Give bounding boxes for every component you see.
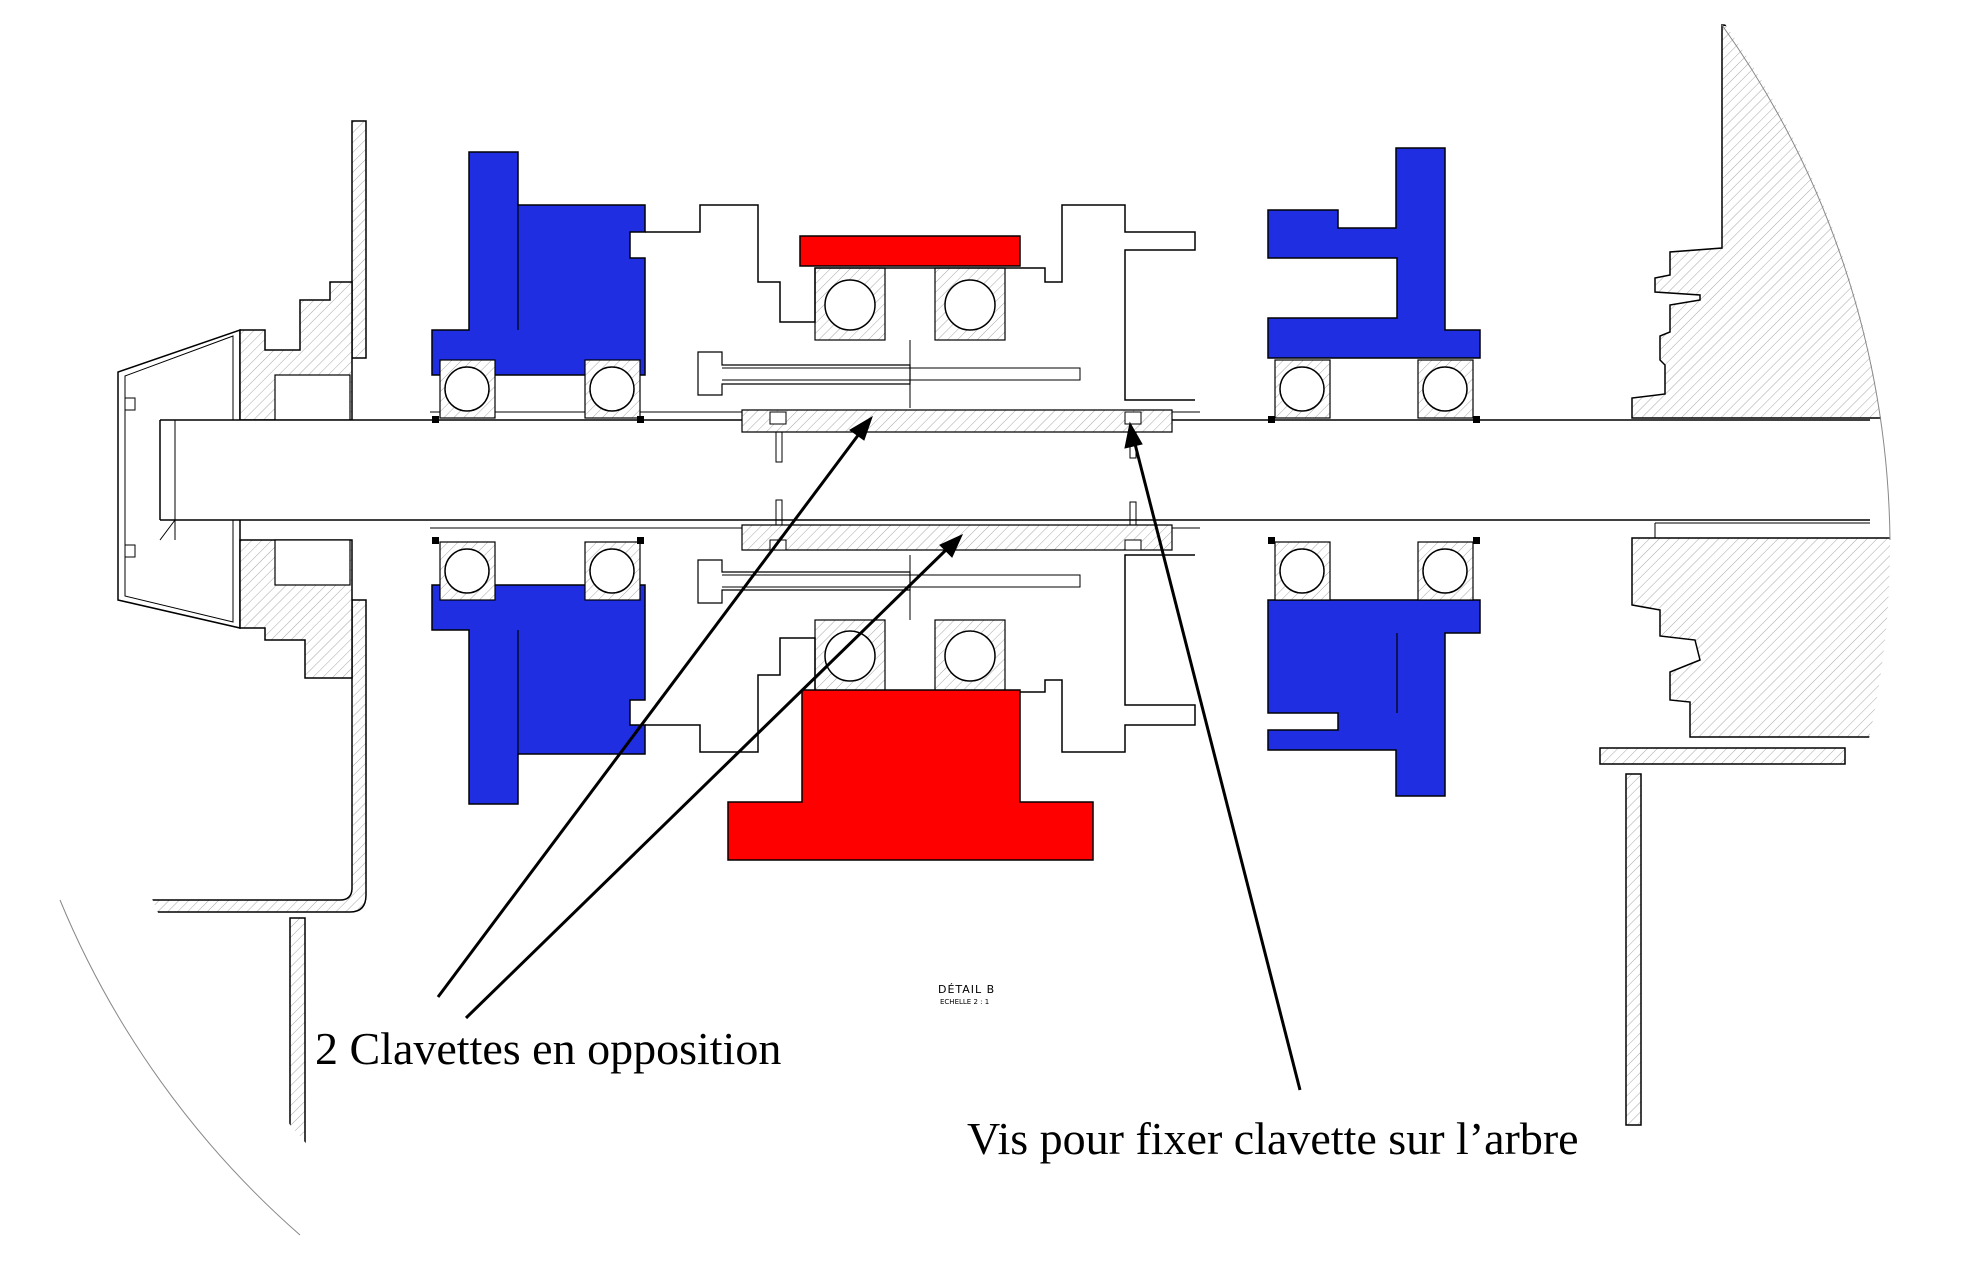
main-shaft: [159, 411, 1870, 541]
ball-bearings: [439, 267, 1474, 693]
label-key-screw: Vis pour fixer clavette sur l’arbre: [967, 1113, 1579, 1164]
arrow-keys-upper: [436, 429, 864, 998]
left-blue-housing-upper: [431, 151, 646, 376]
right-blue-housing-upper: [1267, 147, 1481, 359]
left-bent-plate: [80, 599, 367, 913]
label-opposing-keys: 2 Clavettes en opposition: [315, 1023, 782, 1074]
detail-scale: ECHELLE 2 : 1: [940, 998, 990, 1006]
leader-arrows: [436, 415, 1302, 1091]
bearing-left-upper-2: [584, 359, 641, 419]
left-blue-housing-lower: [431, 584, 646, 805]
right-plate: [1599, 747, 1846, 765]
red-gear-ring-upper: [799, 235, 1021, 267]
center-carrier: [645, 204, 1196, 753]
right-housing-hatched-lower: [1631, 537, 1890, 738]
red-gear-lower: [727, 689, 1094, 861]
arrow-screw: [1132, 439, 1302, 1091]
right-housing-hatched: [1631, 24, 1890, 419]
key-screw-slot-1: [769, 411, 787, 425]
arrow-screw-head: [1124, 421, 1143, 449]
bearing-center-upper-1: [814, 267, 886, 341]
bearing-center-upper-2: [934, 267, 1006, 341]
key-screw-slot-4: [1124, 539, 1142, 551]
bearing-center-lower-1: [814, 619, 886, 693]
right-vertical-plate: [1625, 773, 1642, 1126]
bearing-right-upper-1: [1274, 359, 1331, 419]
right-blue-housing-lower: [1267, 599, 1481, 797]
arrow-keys-lower-head: [939, 533, 964, 558]
left-upper-plate: [351, 120, 367, 359]
bearing-left-upper-1: [439, 359, 496, 419]
arrow-keys-upper-head: [849, 415, 873, 441]
arrow-keys-lower: [464, 546, 950, 1020]
left-lower-vertical-plate: [289, 917, 306, 1241]
bearing-right-lower-1: [1274, 541, 1331, 601]
detail-title: DÉTAIL B: [938, 983, 996, 996]
bearing-center-lower-2: [934, 619, 1006, 693]
key-sleeve-upper: [741, 409, 1173, 433]
shaft-markers: [432, 416, 1480, 544]
key-screw-slot-2: [1124, 411, 1142, 425]
bearing-left-lower-1: [439, 541, 496, 601]
bearing-left-lower-2: [584, 541, 641, 601]
bearing-right-lower-2: [1417, 541, 1474, 601]
bearing-right-upper-2: [1417, 359, 1474, 419]
